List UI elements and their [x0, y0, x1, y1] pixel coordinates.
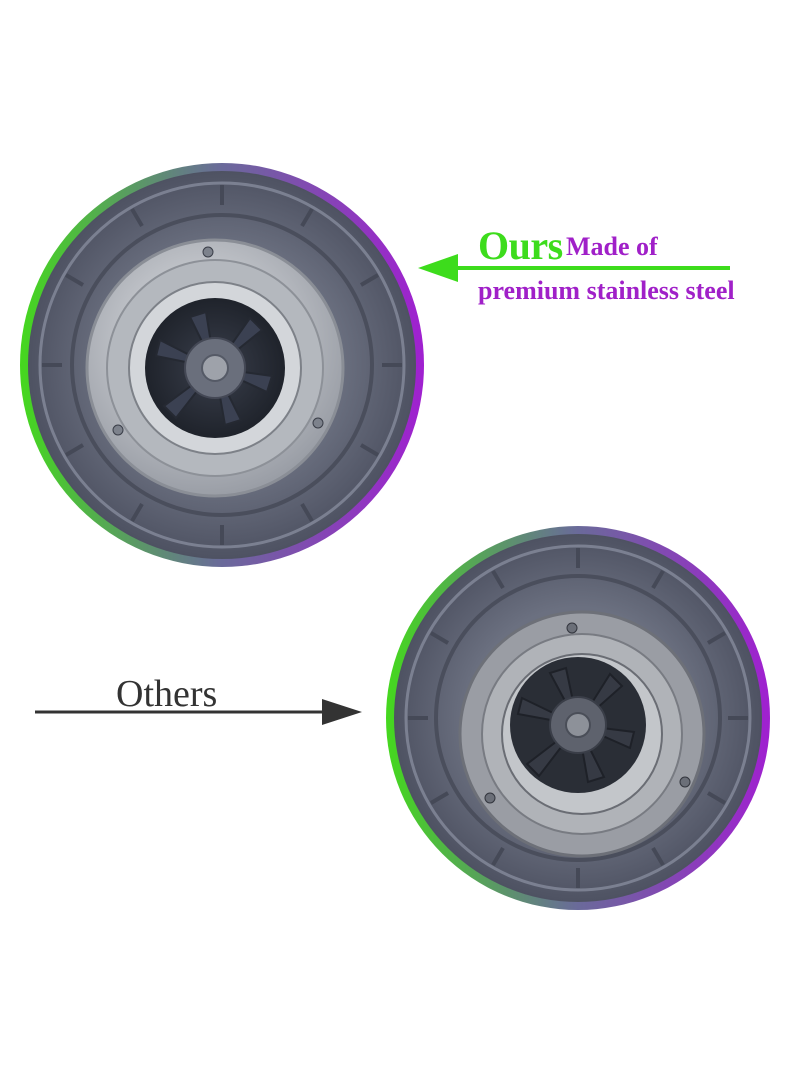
others-label: Others	[116, 673, 218, 715]
ours-blade-assembly	[20, 163, 424, 567]
ours-made-of-label: Made of	[566, 232, 658, 261]
ours-label: Ours	[478, 223, 563, 268]
ours-material-label: premium stainless steel	[478, 276, 735, 305]
arrow-right-icon	[35, 699, 362, 725]
others-blade-assembly	[386, 526, 770, 910]
arrow-left-icon	[418, 254, 730, 282]
